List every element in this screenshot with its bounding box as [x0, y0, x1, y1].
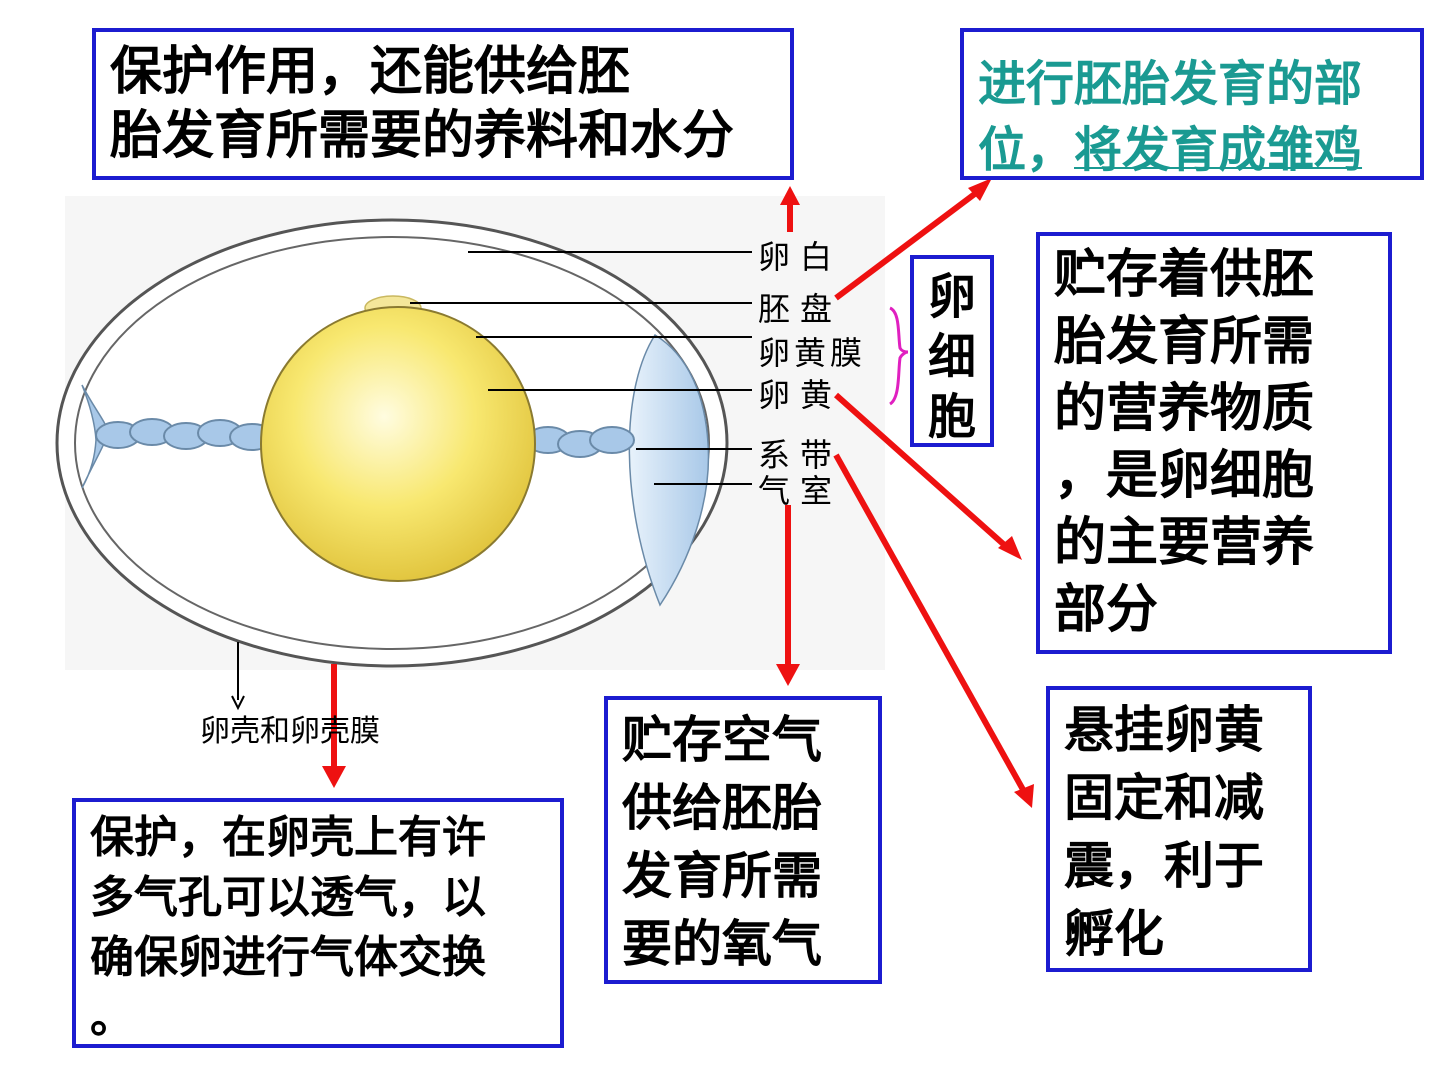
label-vitelline-membrane: 卵黄膜	[758, 334, 867, 372]
arrow-yolk	[834, 392, 1012, 553]
shell-function-box: 保护，在卵壳上有许 多气孔可以透气，以 确保卵进行气体交换 。	[72, 798, 564, 1048]
label-shell-and-membrane: 卵壳和卵壳膜	[200, 714, 380, 749]
yolk-function-text: 贮存着供胚 胎发育所需 的营养物质 ，是卵细胞 的主要营养 部分	[1054, 245, 1315, 640]
air-cell-function-box: 贮存空气 供给胚胎 发育所需 要的氧气	[604, 696, 882, 984]
chalaza-left	[95, 418, 275, 451]
albumen-function-text: 保护作用，还能供给胚 胎发育所需要的养料和水分	[110, 42, 735, 166]
chalaza-function-text: 悬挂卵黄 固定和减 震，利于 孵化	[1064, 701, 1264, 963]
label-yolk: 卵黄	[758, 376, 843, 414]
label-air-cell: 气室	[758, 472, 843, 510]
egg-cell-box: 卵 细 胞	[910, 255, 994, 447]
air-cell-function-text: 贮存空气 供给胚胎 发育所需 要的氧气	[622, 711, 822, 973]
germinal-disc-function-line1: 进行胚胎发育的部	[978, 56, 1363, 112]
germinal-disc-function-link[interactable]: 将发育成雏鸡	[1074, 122, 1363, 178]
shell-leader-head	[231, 695, 245, 711]
chalaza-right	[525, 426, 635, 458]
germinal-disc-function-line2a: 位，	[978, 122, 1075, 178]
label-chalaza: 系带	[758, 436, 843, 474]
germinal-disc-function-box: 进行胚胎发育的部 位，将发育成雏鸡	[960, 28, 1424, 180]
yolk	[260, 306, 536, 582]
leader-lines	[410, 251, 752, 485]
shell-function-text: 保护，在卵壳上有许 多气孔可以透气，以 确保卵进行气体交换 。	[90, 812, 486, 1043]
albumen-function-box: 保护作用，还能供给胚 胎发育所需要的养料和水分	[92, 28, 794, 180]
egg-cell-brace	[888, 306, 909, 406]
red-arrowheads	[322, 178, 1034, 808]
germinal-disc-function-line2: 位，将发育成雏鸡	[978, 110, 1362, 180]
arrow-chalaza	[833, 453, 1029, 797]
label-germinal-disc: 胚盘	[758, 290, 843, 328]
egg-cell-text: 卵 细 胞	[928, 269, 977, 445]
red-arrows	[331, 187, 1029, 797]
arrow-germinal	[834, 187, 982, 301]
chalaza-function-box: 悬挂卵黄 固定和减 震，利于 孵化	[1046, 686, 1312, 972]
label-albumen: 卵白	[758, 238, 843, 276]
yolk-function-box: 贮存着供胚 胎发育所需 的营养物质 ，是卵细胞 的主要营养 部分	[1036, 232, 1392, 654]
